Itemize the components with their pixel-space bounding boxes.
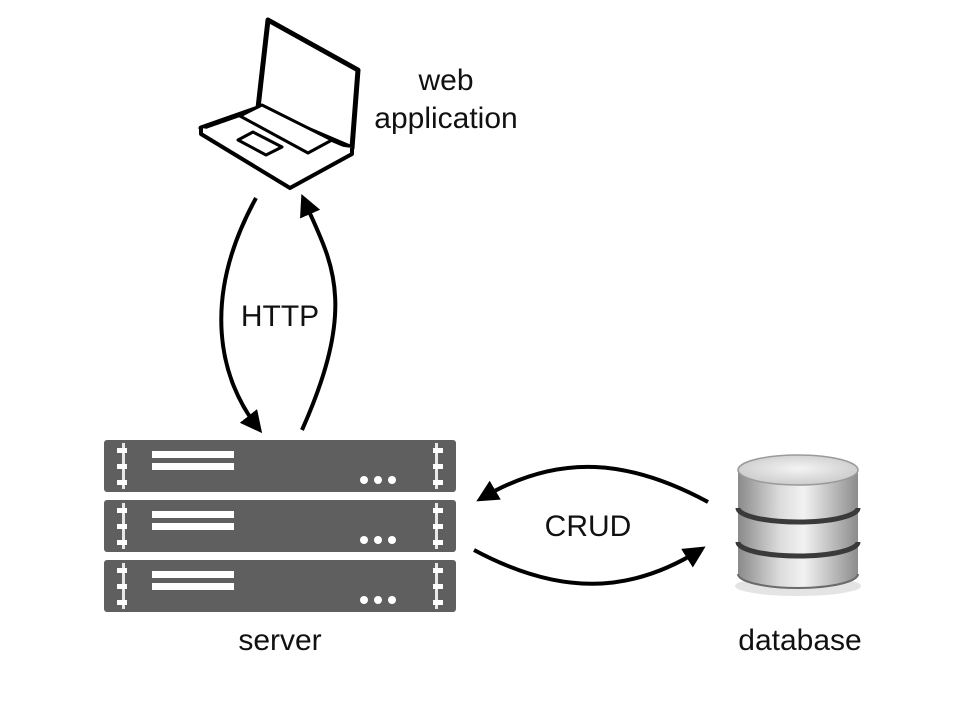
server-label: server xyxy=(238,624,322,657)
http-label: HTTP xyxy=(240,300,320,333)
web-application-label-line2: application xyxy=(374,102,518,135)
crud-to-database-arrow xyxy=(473,546,706,586)
web-application-label-line1: web xyxy=(418,64,474,97)
http-response-arrow xyxy=(300,193,338,431)
web-application-label: web application xyxy=(350,62,542,138)
laptop-icon xyxy=(198,17,361,190)
server-rack-icon xyxy=(104,440,456,612)
crud-to-server-arrow xyxy=(476,464,709,504)
database-label: database xyxy=(738,624,862,657)
http-request-arrow xyxy=(219,197,263,434)
server-unit xyxy=(104,500,456,552)
database-icon xyxy=(735,454,861,596)
server-unit xyxy=(104,440,456,492)
crud-label: CRUD xyxy=(544,510,632,543)
server-unit xyxy=(104,560,456,612)
